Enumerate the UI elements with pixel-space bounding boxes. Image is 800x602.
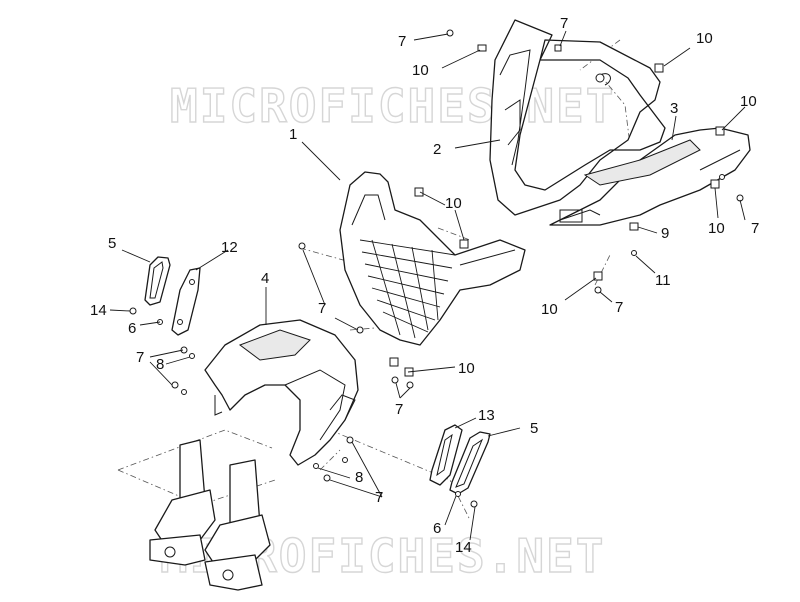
callout-11: 11 xyxy=(655,272,671,289)
callout-14-left: 14 xyxy=(90,302,107,319)
callout-10-right: 10 xyxy=(740,93,757,110)
callout-7-top: 7 xyxy=(398,33,406,50)
callout-10-grille-bottom: 10 xyxy=(458,360,475,377)
callout-5-left: 5 xyxy=(108,235,116,252)
part-13-reflector-bracket xyxy=(429,424,463,486)
callout-3: 3 xyxy=(670,100,678,117)
part-1-front-grille xyxy=(339,171,526,346)
callout-7-top-right: 7 xyxy=(560,15,568,32)
watermark-top: MICROFICHES.NET xyxy=(170,79,615,133)
callout-9: 9 xyxy=(661,225,669,242)
callout-6-right: 6 xyxy=(433,520,441,537)
hardware xyxy=(129,29,744,508)
callout-2: 2 xyxy=(433,141,441,158)
callout-12: 12 xyxy=(221,239,238,256)
assembly-lines xyxy=(117,39,631,521)
leader-lines xyxy=(109,30,746,541)
callout-14-right: 14 xyxy=(455,539,472,556)
part-5-reflector-left xyxy=(144,256,171,306)
callout-7-grille-bottom: 7 xyxy=(395,401,403,418)
callout-10-undertray: 10 xyxy=(541,301,558,318)
callout-labels: 1 2 3 4 5 5 6 6 7 7 7 7 7 7 7 7 8 8 9 10… xyxy=(90,15,759,556)
callout-7-undertray: 7 xyxy=(615,299,623,316)
callout-8-right: 8 xyxy=(355,469,363,486)
part-5-reflector-right xyxy=(449,431,491,495)
callout-13: 13 xyxy=(478,407,495,424)
callout-7-grille-left: 7 xyxy=(318,300,326,317)
callout-8-left: 8 xyxy=(156,356,164,373)
callout-5-right: 5 xyxy=(530,420,538,437)
part-4-front-mudguard xyxy=(204,319,359,466)
callout-10-grille: 10 xyxy=(445,195,462,212)
part-2-upper-shield xyxy=(489,19,666,216)
callout-4: 4 xyxy=(261,270,269,287)
callout-1: 1 xyxy=(289,126,297,143)
callout-7-mudguard: 7 xyxy=(375,489,383,506)
callout-10-top-right: 10 xyxy=(696,30,713,47)
callout-7-fork-left: 7 xyxy=(136,349,144,366)
part-12-bracket xyxy=(171,267,201,336)
part-3-undertray xyxy=(549,127,751,226)
callout-6-left: 6 xyxy=(128,320,136,337)
callout-10-top: 10 xyxy=(412,62,429,79)
callout-10-clip-right: 10 xyxy=(708,220,725,237)
callout-7-right: 7 xyxy=(751,220,759,237)
front-fork-assembly xyxy=(149,439,271,591)
